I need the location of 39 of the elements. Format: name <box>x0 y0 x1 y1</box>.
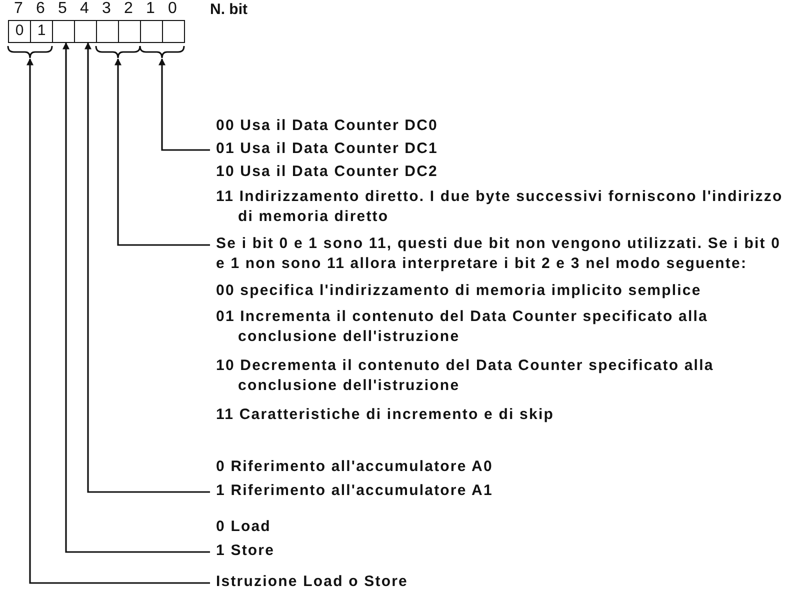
bit-cell <box>118 20 141 43</box>
bit-number: 2 <box>124 0 133 18</box>
bit-cell <box>162 20 185 43</box>
description-text: 10 Usa il Data Counter DC2 <box>216 162 439 182</box>
brace <box>7 46 53 59</box>
description-text: 11 Caratteristiche di incremento e di skip <box>216 405 555 425</box>
description-text: Se i bit 0 e 1 sono 11, questi due bit non vengono utilizzati. Se i bit 0 e 1 non sono 11 allora interpretare i bit 2 e 3 nel modo seguente: <box>216 234 782 274</box>
bit-cell <box>140 20 163 43</box>
description-text: 10 Decrementa il contenuto del Data Counter specificato alla conclusione dell'istruzione <box>216 356 715 396</box>
description-text: 01 Usa il Data Counter DC1 <box>216 139 439 159</box>
bit-number: 1 <box>146 0 155 18</box>
leader-arrow <box>26 58 210 584</box>
bit-cell: 1 <box>30 20 53 43</box>
description-text: 00 Usa il Data Counter DC0 <box>216 116 439 136</box>
brace <box>139 46 185 59</box>
bit-cell <box>96 20 119 43</box>
leader-arrow <box>114 58 210 246</box>
description-text: 1 Store <box>216 541 276 561</box>
description-text: 00 specifica l'indirizzamento di memoria implicito semplice <box>216 281 702 301</box>
column-heading: N. bit <box>210 1 248 19</box>
leader-arrow <box>84 42 210 493</box>
description-text: 0 Riferimento all'accumulatore A0 <box>216 457 494 477</box>
leader-arrow <box>158 58 210 151</box>
description-text: 0 Load <box>216 517 272 537</box>
leader-arrow <box>62 42 210 553</box>
bit-cell <box>74 20 97 43</box>
bit-number: 7 <box>14 0 23 18</box>
description-text: 11 Indirizzamento diretto. I due byte successivi forniscono l'indirizzo di memoria diretto <box>216 187 784 227</box>
bit-number: 0 <box>168 0 177 18</box>
bit-cell <box>52 20 75 43</box>
bit-number: 5 <box>58 0 67 18</box>
brace <box>95 46 141 59</box>
bit-number: 4 <box>80 0 89 18</box>
bit-number: 3 <box>102 0 111 18</box>
description-text: 01 Incrementa il contenuto del Data Counter specificato alla conclusione dell'istruzione <box>216 307 709 347</box>
description-text: Istruzione Load o Store <box>216 572 409 592</box>
bit-number: 6 <box>36 0 45 18</box>
description-text: 1 Riferimento all'accumulatore A1 <box>216 481 494 501</box>
bit-cell: 0 <box>8 20 31 43</box>
